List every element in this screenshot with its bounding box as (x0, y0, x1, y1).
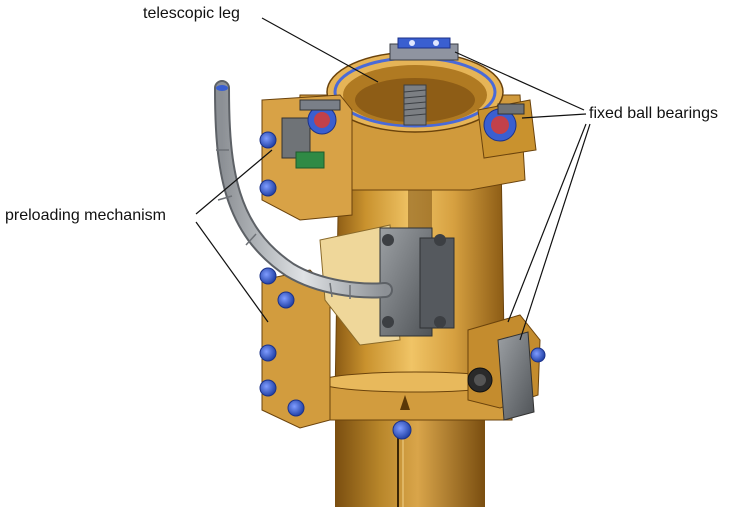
preloading-block-lower (261, 269, 331, 429)
ball-bearing-lower-right (497, 331, 546, 421)
cable-tube (214, 80, 393, 299)
label-telescopic-leg: telescopic leg (143, 5, 240, 22)
ball-bearing-right (477, 99, 537, 159)
leader-bearing-lower-2 (519, 123, 591, 341)
bolt-group-left (259, 131, 412, 440)
leader-preload-upper (195, 149, 273, 215)
leader-preload-lower (195, 221, 269, 323)
leader-bearing-top (454, 51, 585, 111)
label-fixed-ball-bearings: fixed ball bearings (589, 105, 718, 122)
preloading-block-upper (261, 94, 353, 221)
leader-bearing-lower-1 (507, 123, 587, 323)
leader-telescopic-leg (261, 17, 379, 83)
leader-bearing-right (521, 113, 587, 119)
ball-bearing-top (389, 37, 459, 61)
leader-lines (195, 17, 591, 341)
label-preloading-mechanism: preloading mechanism (5, 207, 166, 224)
